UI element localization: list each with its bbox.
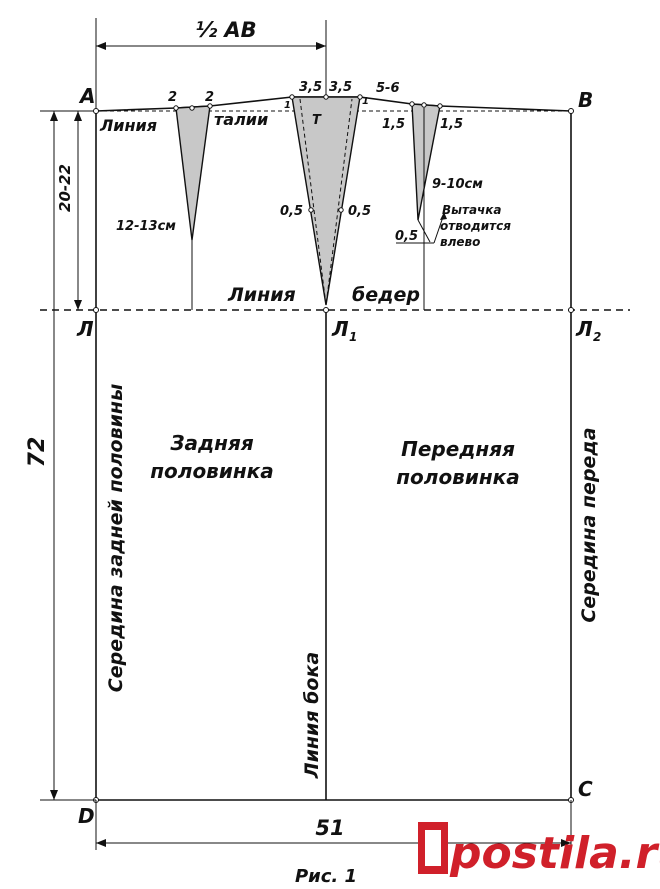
- dart-note-line-3: влево: [440, 235, 480, 249]
- waist-label-word1: Линия: [99, 116, 157, 135]
- side-dart-mid-2: 0,5: [348, 204, 371, 219]
- point-b: В: [578, 88, 593, 112]
- length-arrow-bottom: [50, 790, 58, 800]
- point-l2-sub: 2: [593, 330, 601, 344]
- node-side-dart-right: [357, 94, 363, 100]
- width-arrow-right: [561, 839, 571, 847]
- front-dart: [411, 103, 441, 221]
- back-center-label: Середина задней половины: [105, 384, 127, 692]
- watermark: postila.ru: [418, 822, 660, 879]
- hip-label-word2: бедер: [352, 284, 420, 306]
- side-dart-width-1: 3,5: [299, 80, 322, 95]
- point-l1: Л: [331, 317, 349, 341]
- point-l1-sub: 1: [349, 330, 357, 344]
- node-front-dart-right: [437, 103, 443, 109]
- node-back-dart-mid: [189, 105, 195, 111]
- back-dart-length: 12-13см: [116, 219, 176, 234]
- node-side-mid-right: [338, 207, 344, 213]
- dart-note-line-2: отводится: [440, 219, 511, 233]
- front-dart-length: 9-10см: [432, 177, 483, 192]
- node-l1: [323, 307, 329, 313]
- node-b: [568, 108, 574, 114]
- node-a: [93, 108, 99, 114]
- length-label: 72: [25, 437, 50, 468]
- point-l: Л: [76, 317, 94, 341]
- front-panel-line-1: Передняя: [401, 437, 515, 461]
- waist-label-word2: талии: [214, 110, 268, 129]
- back-dart-width-1: 2: [168, 90, 177, 105]
- front-center-label: Середина переда: [578, 427, 600, 622]
- front-panel-line-2: половинка: [396, 465, 520, 489]
- back-panel-line-2: половинка: [150, 459, 274, 483]
- node-side-dart-left: [289, 94, 295, 100]
- node-back-dart-left: [173, 105, 179, 111]
- half-ab-arrow-left: [96, 42, 106, 50]
- side-dart: [291, 96, 361, 306]
- length-arrow-top: [50, 111, 58, 121]
- hip-depth-arrow-bottom: [74, 300, 82, 310]
- hip-depth-label: 20-22: [56, 164, 74, 212]
- node-front-dart-left: [409, 101, 415, 107]
- dart-note-line-1: Вытачка: [442, 203, 502, 217]
- front-shift-tick: [417, 219, 431, 243]
- side-line-label: Линия бока: [301, 652, 323, 779]
- node-side-dart-top: [323, 94, 329, 100]
- half-ab-arrow-right: [316, 42, 326, 50]
- front-dart-width-2: 1,5: [440, 117, 463, 132]
- figure-caption: Рис. 1: [295, 866, 357, 887]
- width-label: 51: [315, 816, 344, 840]
- watermark-logo-inner: [425, 830, 441, 866]
- front-dart-width-1: 1,5: [382, 117, 405, 132]
- point-c: С: [578, 777, 593, 801]
- hip-depth-arrow-top: [74, 111, 82, 121]
- back-dart-width-2: 2: [205, 90, 214, 105]
- half-ab-label: ½ АВ: [195, 18, 256, 42]
- point-a: А: [78, 84, 95, 108]
- hip-label-word1: Линия: [227, 284, 296, 306]
- point-t: Т: [312, 113, 322, 128]
- watermark-text: postila.ru: [449, 828, 660, 879]
- node-back-dart-right: [207, 103, 213, 109]
- side-dart-rise-1: 1: [284, 100, 291, 111]
- front-dart-shift: 0,5: [395, 229, 418, 244]
- front-dart-offset: 5-6: [376, 81, 400, 96]
- point-d: D: [78, 804, 95, 828]
- back-dart: [175, 105, 211, 241]
- node-side-mid-left: [308, 207, 314, 213]
- side-dart-rise-2: 1: [362, 96, 369, 107]
- note-arrowhead: [440, 212, 447, 220]
- node-l2: [568, 307, 574, 313]
- width-arrow-left: [96, 839, 106, 847]
- back-panel-line-1: Задняя: [169, 431, 254, 455]
- node-front-dart-mid: [421, 102, 427, 108]
- node-l: [93, 307, 99, 313]
- side-dart-mid-1: 0,5: [280, 204, 303, 219]
- side-dart-width-2: 3,5: [329, 80, 352, 95]
- point-l2: Л: [575, 317, 593, 341]
- side-dart-inner: [299, 98, 353, 306]
